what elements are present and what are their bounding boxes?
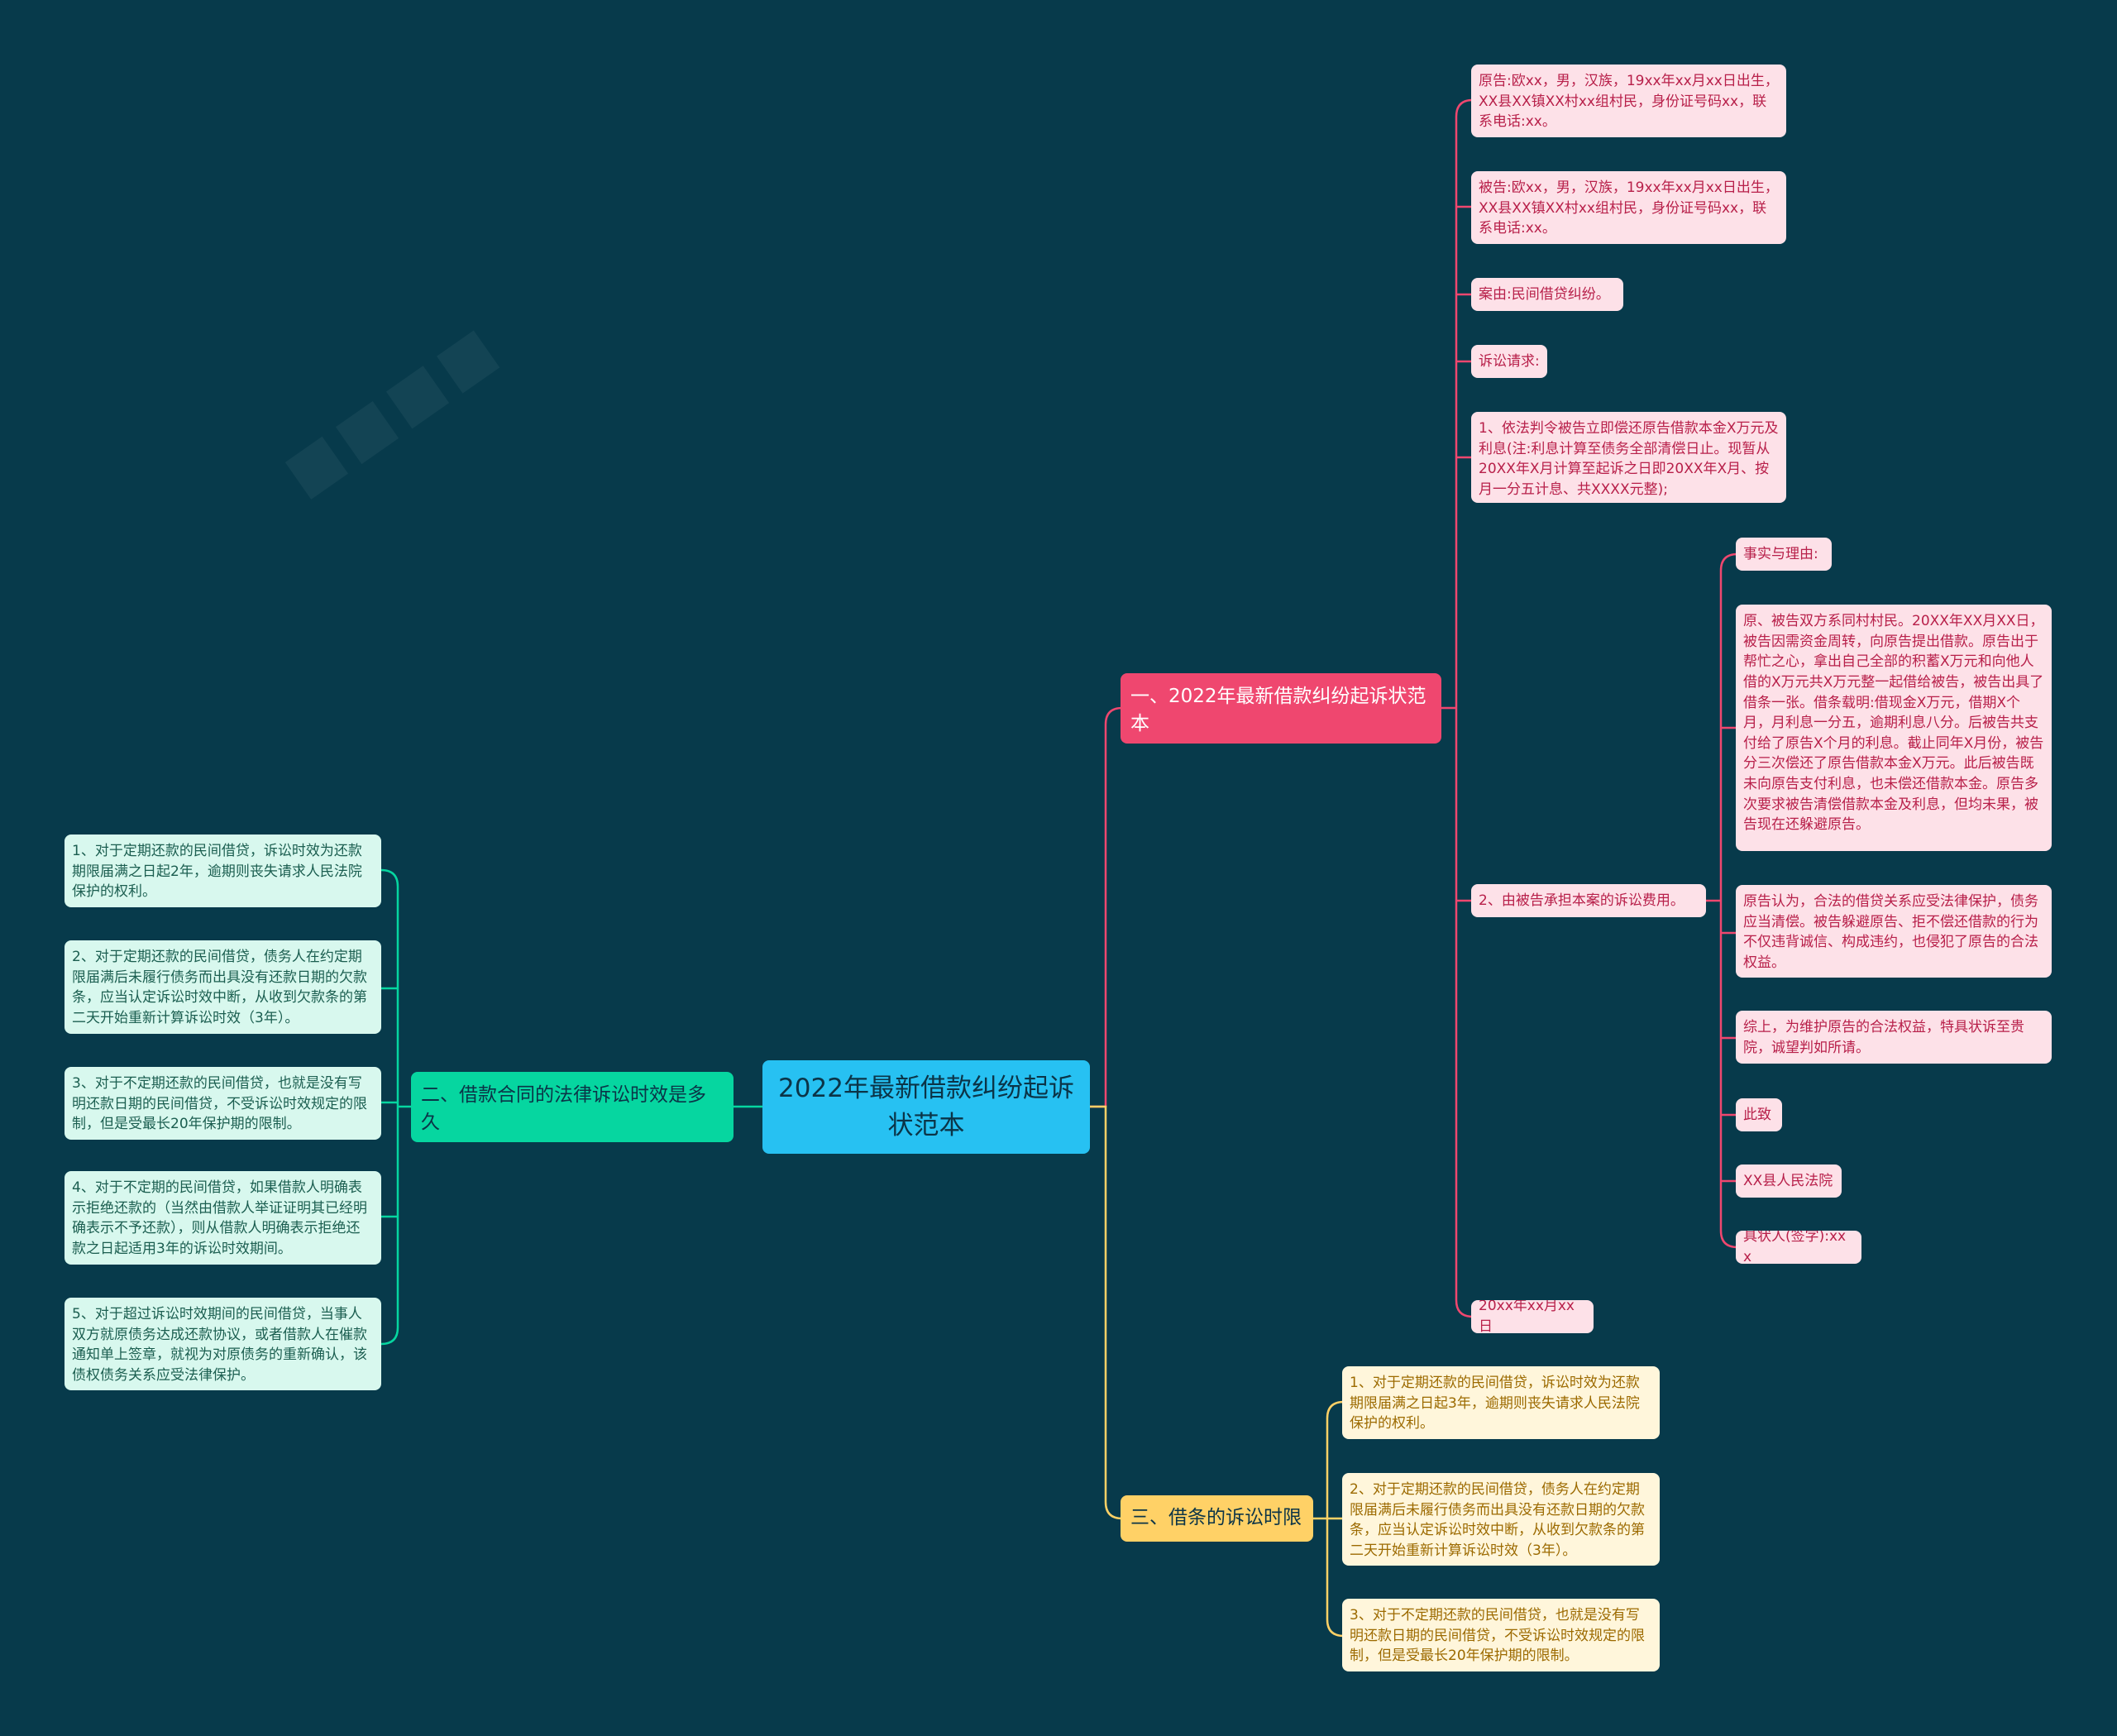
b3-item-1-text: 1、对于定期还款的民间借贷，诉讼时效为还款期限届满之日起3年，逾期则丧失请求人民… [1350, 1375, 1640, 1432]
branch1-title: 一、2022年最新借款纠纷起诉状范本 [1130, 686, 1426, 735]
b1-court-text: XX县人民法院 [1743, 1172, 1833, 1189]
b1-summary[interactable]: 综上，为维护原告的合法权益，特具状诉至贵院，诚望判如所请。 [1736, 1011, 2052, 1064]
b3-item-2[interactable]: 2、对于定期还款的民间借贷，债务人在约定期限届满后未履行债务而出具没有还款日期的… [1342, 1473, 1660, 1566]
edge-branch1-children [1441, 98, 1474, 1318]
b1-plaintiff-view[interactable]: 原告认为，合法的借贷关系应受法律保护，债务应当清偿。被告躲避原告、拒不偿还借款的… [1736, 885, 2052, 978]
b2-item-2-text: 2、对于定期还款的民间借贷，债务人在约定期限届满后未履行债务而出具没有还款日期的… [72, 949, 367, 1026]
b1-salutation[interactable]: 此致 [1736, 1098, 1782, 1131]
edge-branch3-children [1313, 1400, 1345, 1638]
b1-plaintiff[interactable]: 原告:欧xx，男，汉族，19xx年xx月xx日出生，XX县XX镇XX村xx组村民… [1471, 65, 1786, 137]
b1-salutation-text: 此致 [1743, 1106, 1771, 1123]
b1-date[interactable]: 20xx年xx月xx日 [1471, 1300, 1594, 1333]
root-title: 2022年最新借款纠纷起诉状范本 [778, 1073, 1074, 1141]
root-topic[interactable]: 2022年最新借款纠纷起诉状范本 [762, 1060, 1090, 1154]
b1-defendant-text: 被告:欧xx，男，汉族，19xx年xx月xx日出生，XX县XX镇XX村xx组村民… [1479, 179, 1779, 237]
b1-plaintiff-view-text: 原告认为，合法的借贷关系应受法律保护，债务应当清偿。被告躲避原告、拒不偿还借款的… [1743, 893, 2038, 971]
b1-claim-1[interactable]: 1、依法判令被告立即偿还原告借款本金X万元及利息(注:利息计算至债务全部清偿日止… [1471, 412, 1786, 503]
b2-item-4-text: 4、对于不定期的民间借贷，如果借款人明确表示拒绝还款的（当然由借款人举证证明其已… [72, 1179, 367, 1257]
b1-plaintiff-text: 原告:欧xx，男，汉族，19xx年xx月xx日出生，XX县XX镇XX村xx组村民… [1479, 73, 1779, 131]
b3-item-2-text: 2、对于定期还款的民间借贷，债务人在约定期限届满后未履行债务而出具没有还款日期的… [1350, 1481, 1645, 1559]
b2-item-4[interactable]: 4、对于不定期的民间借贷，如果借款人明确表示拒绝还款的（当然由借款人举证证明其已… [65, 1171, 381, 1265]
b1-date-text: 20xx年xx月xx日 [1479, 1300, 1575, 1333]
b2-item-5[interactable]: 5、对于超过诉讼时效期间的民间借贷，当事人双方就原债务达成还款协议，或者借款人在… [65, 1298, 381, 1390]
b2-item-3-text: 3、对于不定期还款的民间借贷，也就是没有写明还款日期的民间借贷，不受诉讼时效规定… [72, 1075, 367, 1133]
b1-summary-text: 综上，为维护原告的合法权益，特具状诉至贵院，诚望判如所请。 [1743, 1019, 2024, 1056]
edge-item2-subitems [1706, 552, 1738, 1249]
b2-item-3[interactable]: 3、对于不定期还款的民间借贷，也就是没有写明还款日期的民间借贷，不受诉讼时效规定… [65, 1067, 381, 1140]
b1-claim-1-text: 1、依法判令被告立即偿还原告借款本金X万元及利息(注:利息计算至债务全部清偿日止… [1479, 420, 1779, 498]
b1-facts-heading[interactable]: 事实与理由: [1736, 538, 1832, 571]
b1-claims[interactable]: 诉讼请求: [1471, 345, 1547, 378]
branch1-topic[interactable]: 一、2022年最新借款纠纷起诉状范本 [1121, 673, 1441, 744]
branch3-title: 三、借条的诉讼时限 [1130, 1507, 1302, 1529]
b1-signature-text: 具状人(签字):xxx [1743, 1231, 1847, 1264]
b1-signature[interactable]: 具状人(签字):xxx [1736, 1231, 1861, 1264]
b1-facts-body-text: 原、被告双方系同村村民。20XX年XX月XX日，被告因需资金周转，向原告提出借款… [1743, 613, 2044, 834]
b1-claims-text: 诉讼请求: [1479, 352, 1540, 370]
branch3-topic[interactable]: 三、借条的诉讼时限 [1121, 1495, 1313, 1542]
edge-branch2-children [380, 868, 411, 1346]
b1-facts-heading-text: 事实与理由: [1743, 545, 1818, 562]
b2-item-1-text: 1、对于定期还款的民间借贷，诉讼时效为还款期限届满之日起2年，逾期则丧失请求人民… [72, 843, 362, 901]
b2-item-5-text: 5、对于超过诉讼时效期间的民间借贷，当事人双方就原债务达成还款协议，或者借款人在… [72, 1306, 367, 1384]
b1-defendant[interactable]: 被告:欧xx，男，汉族，19xx年xx月xx日出生，XX县XX镇XX村xx组村民… [1471, 171, 1786, 244]
b1-case-cause-text: 案由:民间借贷纠纷。 [1479, 285, 1610, 303]
b1-court[interactable]: XX县人民法院 [1736, 1165, 1842, 1198]
b2-item-2[interactable]: 2、对于定期还款的民间借贷，债务人在约定期限届满后未履行债务而出具没有还款日期的… [65, 940, 381, 1034]
b3-item-1[interactable]: 1、对于定期还款的民间借贷，诉讼时效为还款期限届满之日起3年，逾期则丧失请求人民… [1342, 1366, 1660, 1439]
b1-case-cause[interactable]: 案由:民间借贷纠纷。 [1471, 278, 1623, 311]
b2-item-1[interactable]: 1、对于定期还款的民间借贷，诉讼时效为还款期限届满之日起2年，逾期则丧失请求人民… [65, 835, 381, 907]
b3-item-3-text: 3、对于不定期还款的民间借贷，也就是没有写明还款日期的民间借贷，不受诉讼时效规定… [1350, 1607, 1645, 1665]
branch2-title: 二、借款合同的法律诉讼时效是多久 [421, 1084, 706, 1134]
b1-claim-2[interactable]: 2、由被告承担本案的诉讼费用。 [1471, 884, 1706, 917]
b3-item-3[interactable]: 3、对于不定期还款的民间借贷，也就是没有写明还款日期的民间借贷，不受诉讼时效规定… [1342, 1599, 1660, 1671]
edge-root-branch3 [1090, 1105, 1123, 1520]
edge-root-branch1 [1090, 706, 1123, 1108]
branch2-topic[interactable]: 二、借款合同的法律诉讼时效是多久 [411, 1072, 734, 1142]
b1-facts-body[interactable]: 原、被告双方系同村村民。20XX年XX月XX日，被告因需资金周转，向原告提出借款… [1736, 605, 2052, 851]
b1-claim-2-text: 2、由被告承担本案的诉讼费用。 [1479, 892, 1685, 909]
